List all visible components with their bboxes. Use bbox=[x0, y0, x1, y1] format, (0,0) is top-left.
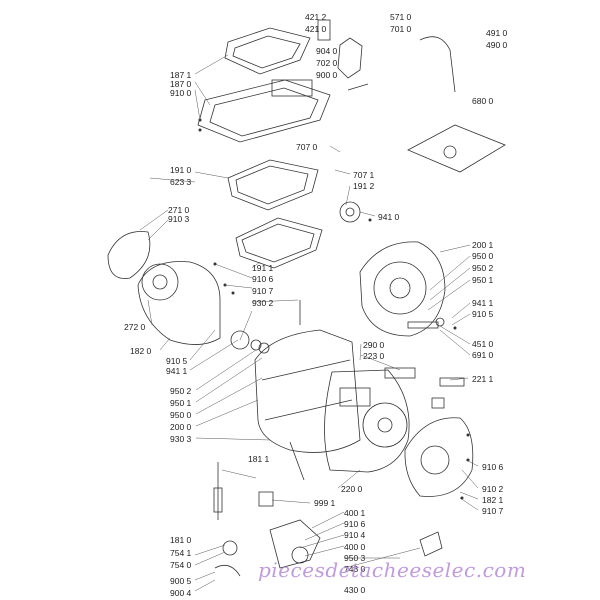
part-941-0-pulley bbox=[339, 201, 361, 223]
label-900-5: 900 5 bbox=[170, 576, 192, 586]
label-910-6-a: 910 6 bbox=[252, 274, 274, 284]
part-182-1-plate bbox=[404, 417, 474, 497]
label-910-6-c: 910 6 bbox=[344, 519, 366, 529]
label-181-1: 181 1 bbox=[248, 454, 270, 464]
label-950-0-a: 950 0 bbox=[472, 251, 494, 261]
label-421-2: 421 2 bbox=[305, 12, 327, 22]
part-271-0-belt bbox=[107, 231, 151, 279]
label-623-3: 623 3 bbox=[170, 177, 192, 187]
label-702-0: 702 0 bbox=[316, 58, 338, 68]
label-701-0: 701 0 bbox=[390, 24, 412, 34]
part-200-0-drum bbox=[254, 329, 361, 453]
label-451-0: 451 0 bbox=[472, 339, 494, 349]
label-200-1: 200 1 bbox=[472, 240, 494, 250]
part-220-0-front-tub bbox=[324, 369, 410, 473]
label-904-0: 904 0 bbox=[316, 46, 338, 56]
label-571-0: 571 0 bbox=[390, 12, 412, 22]
label-191-1: 191 1 bbox=[252, 263, 274, 273]
label-187-1: 187 1 bbox=[170, 70, 192, 80]
part-680-plate bbox=[407, 124, 506, 173]
label-691-0: 691 0 bbox=[472, 350, 494, 360]
part-223-0-heater bbox=[384, 367, 416, 379]
watermark: piecesdetacheeselec.com bbox=[258, 558, 527, 582]
label-950-2-b: 950 2 bbox=[170, 386, 192, 396]
label-910-5: 910 5 bbox=[472, 309, 494, 319]
part-191-0-ring bbox=[227, 159, 319, 211]
part-272-0-tub-half bbox=[137, 261, 221, 345]
label-950-2-a: 950 2 bbox=[472, 263, 494, 273]
part-187-0-top-frame bbox=[197, 79, 331, 143]
label-271-0: 271 0 bbox=[168, 205, 190, 215]
label-999-1: 999 1 bbox=[314, 498, 336, 508]
label-290-0: 290 0 bbox=[363, 340, 385, 350]
label-191-0: 191 0 bbox=[170, 165, 192, 175]
label-910-5-b: 910 5 bbox=[166, 356, 188, 366]
part-754-cap bbox=[222, 540, 238, 556]
label-220-0: 220 0 bbox=[341, 484, 363, 494]
label-421-0: 421 0 bbox=[305, 24, 327, 34]
part-571-valve bbox=[337, 37, 363, 79]
label-910-3: 910 3 bbox=[168, 214, 190, 224]
label-754-0: 754 0 bbox=[170, 560, 192, 570]
label-930-2: 930 2 bbox=[252, 298, 274, 308]
label-754-1: 754 1 bbox=[170, 548, 192, 558]
part-451-0 bbox=[407, 321, 439, 329]
label-707-0: 707 0 bbox=[296, 142, 318, 152]
label-430-0: 430 0 bbox=[344, 585, 366, 595]
part-950-3 bbox=[419, 531, 443, 557]
label-182-1: 182 1 bbox=[482, 495, 504, 505]
label-272-0: 272 0 bbox=[124, 322, 146, 332]
label-191-2: 191 2 bbox=[353, 181, 375, 191]
label-707-1: 707 1 bbox=[353, 170, 375, 180]
label-680-0: 680 0 bbox=[472, 96, 494, 106]
label-910-6-b: 910 6 bbox=[482, 462, 504, 472]
label-950-1-b: 950 1 bbox=[170, 398, 192, 408]
label-941-0: 941 0 bbox=[378, 212, 400, 222]
part-900-5-hose bbox=[214, 564, 241, 577]
label-200-0: 200 0 bbox=[170, 422, 192, 432]
label-400-1: 400 1 bbox=[344, 508, 366, 518]
label-900-4: 900 4 bbox=[170, 588, 192, 598]
label-910-7-a: 910 7 bbox=[252, 286, 274, 296]
label-400-0: 400 0 bbox=[344, 542, 366, 552]
part-999-1 bbox=[258, 491, 274, 507]
label-181-0: 181 0 bbox=[170, 535, 192, 545]
label-221-1: 221 1 bbox=[472, 374, 494, 384]
label-910-4: 910 4 bbox=[344, 530, 366, 540]
label-223-0: 223 0 bbox=[363, 351, 385, 361]
part-200-1-rear-tub bbox=[359, 241, 446, 337]
part-221-1 bbox=[439, 377, 465, 387]
label-910-0: 910 0 bbox=[170, 88, 192, 98]
part-400-1-pump bbox=[269, 519, 321, 569]
label-491-0: 491 0 bbox=[486, 28, 508, 38]
label-910-7-b: 910 7 bbox=[482, 506, 504, 516]
label-950-1-a: 950 1 bbox=[472, 275, 494, 285]
label-941-1-b: 941 1 bbox=[166, 366, 188, 376]
part-control-module bbox=[271, 79, 313, 97]
label-900-0: 900 0 bbox=[316, 70, 338, 80]
part-181-0-shock bbox=[289, 441, 305, 481]
label-743-0: 743 0 bbox=[344, 564, 366, 574]
part-421-valve bbox=[317, 19, 331, 41]
label-950-0-b: 950 0 bbox=[170, 410, 192, 420]
label-941-1: 941 1 bbox=[472, 298, 494, 308]
part-191-1-seal bbox=[235, 217, 323, 269]
label-182-0: 182 0 bbox=[130, 346, 152, 356]
label-187-0: 187 0 bbox=[170, 79, 192, 89]
label-910-2: 910 2 bbox=[482, 484, 504, 494]
label-490-0: 490 0 bbox=[486, 40, 508, 50]
part-491-cable bbox=[419, 36, 456, 93]
label-950-3: 950 3 bbox=[344, 553, 366, 563]
part-187-1-drawer bbox=[224, 27, 311, 75]
part-bearing bbox=[230, 330, 250, 350]
label-930-3: 930 3 bbox=[170, 434, 192, 444]
